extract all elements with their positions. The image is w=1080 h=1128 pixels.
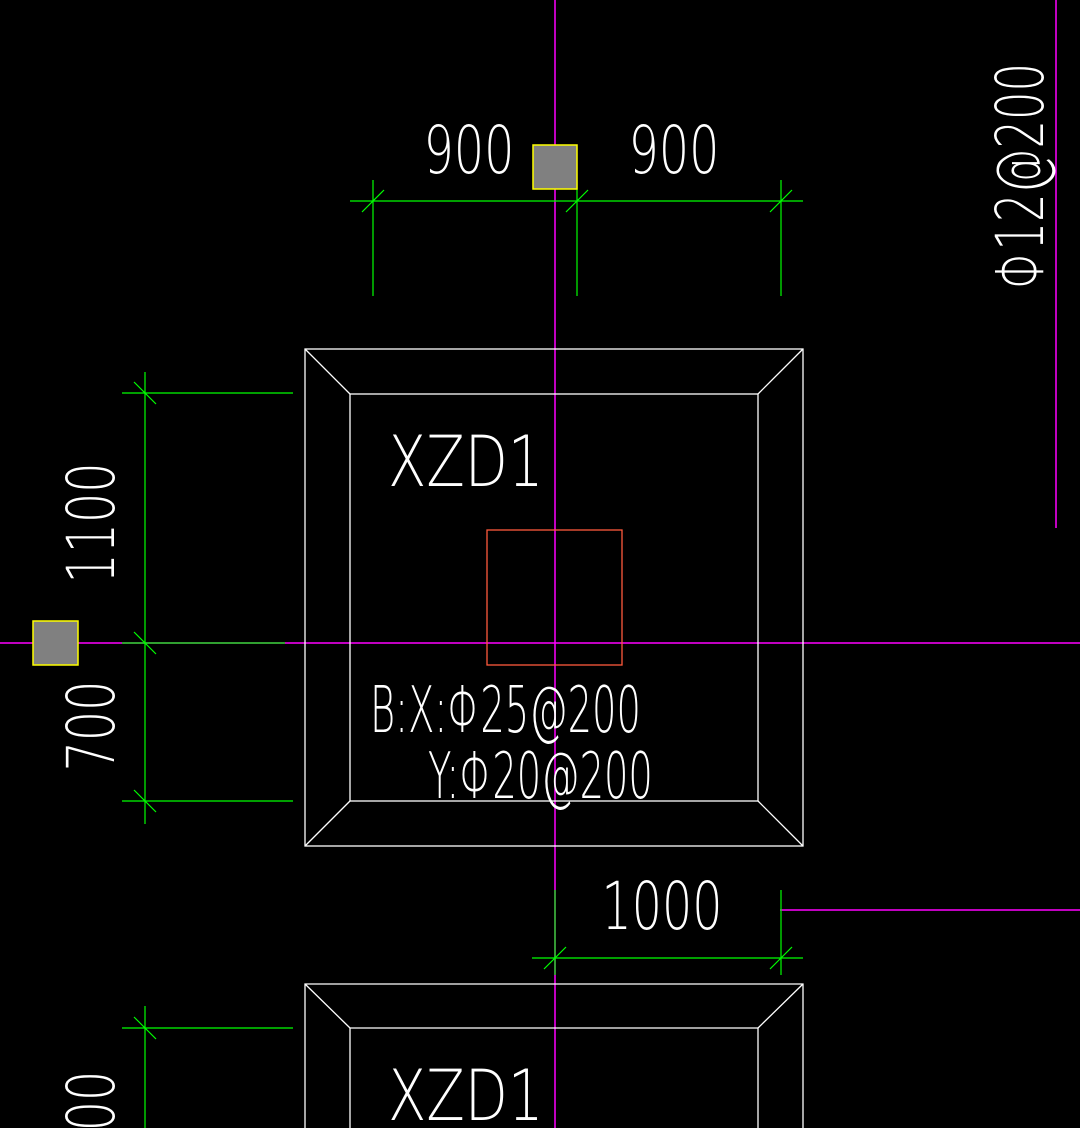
selection-grip-icon[interactable] — [532, 144, 578, 190]
footing-main[interactable] — [304, 348, 804, 847]
footing-next-label[interactable]: XZD1 — [388, 1055, 543, 1128]
next-left-dimension[interactable] — [122, 1006, 293, 1128]
rebar-bottom-x-label[interactable]: B:X:Φ25@200 — [370, 674, 641, 748]
bottom-dimension[interactable] — [532, 890, 803, 975]
footing-next[interactable] — [304, 983, 804, 1128]
dim-text-next-left[interactable]: 00 — [53, 1071, 130, 1128]
dim-text-top-left[interactable]: 900 — [424, 112, 515, 189]
rebar-bottom-y-label[interactable]: Y:Φ20@200 — [428, 740, 653, 814]
footing-main-label[interactable]: XZD1 — [388, 421, 543, 503]
column-outline[interactable] — [486, 529, 623, 666]
left-dimension-chain[interactable] — [122, 372, 293, 824]
side-rebar-label[interactable]: Φ12@200 — [983, 63, 1059, 289]
selection-grip-icon[interactable] — [32, 620, 79, 666]
dim-text-left-upper[interactable]: 1100 — [53, 463, 130, 584]
dim-text-left-lower[interactable]: 700 — [53, 681, 130, 772]
dim-text-bottom-right[interactable]: 1000 — [602, 868, 723, 945]
top-dimension-chain[interactable] — [350, 180, 803, 296]
dim-text-top-right[interactable]: 900 — [629, 112, 720, 189]
